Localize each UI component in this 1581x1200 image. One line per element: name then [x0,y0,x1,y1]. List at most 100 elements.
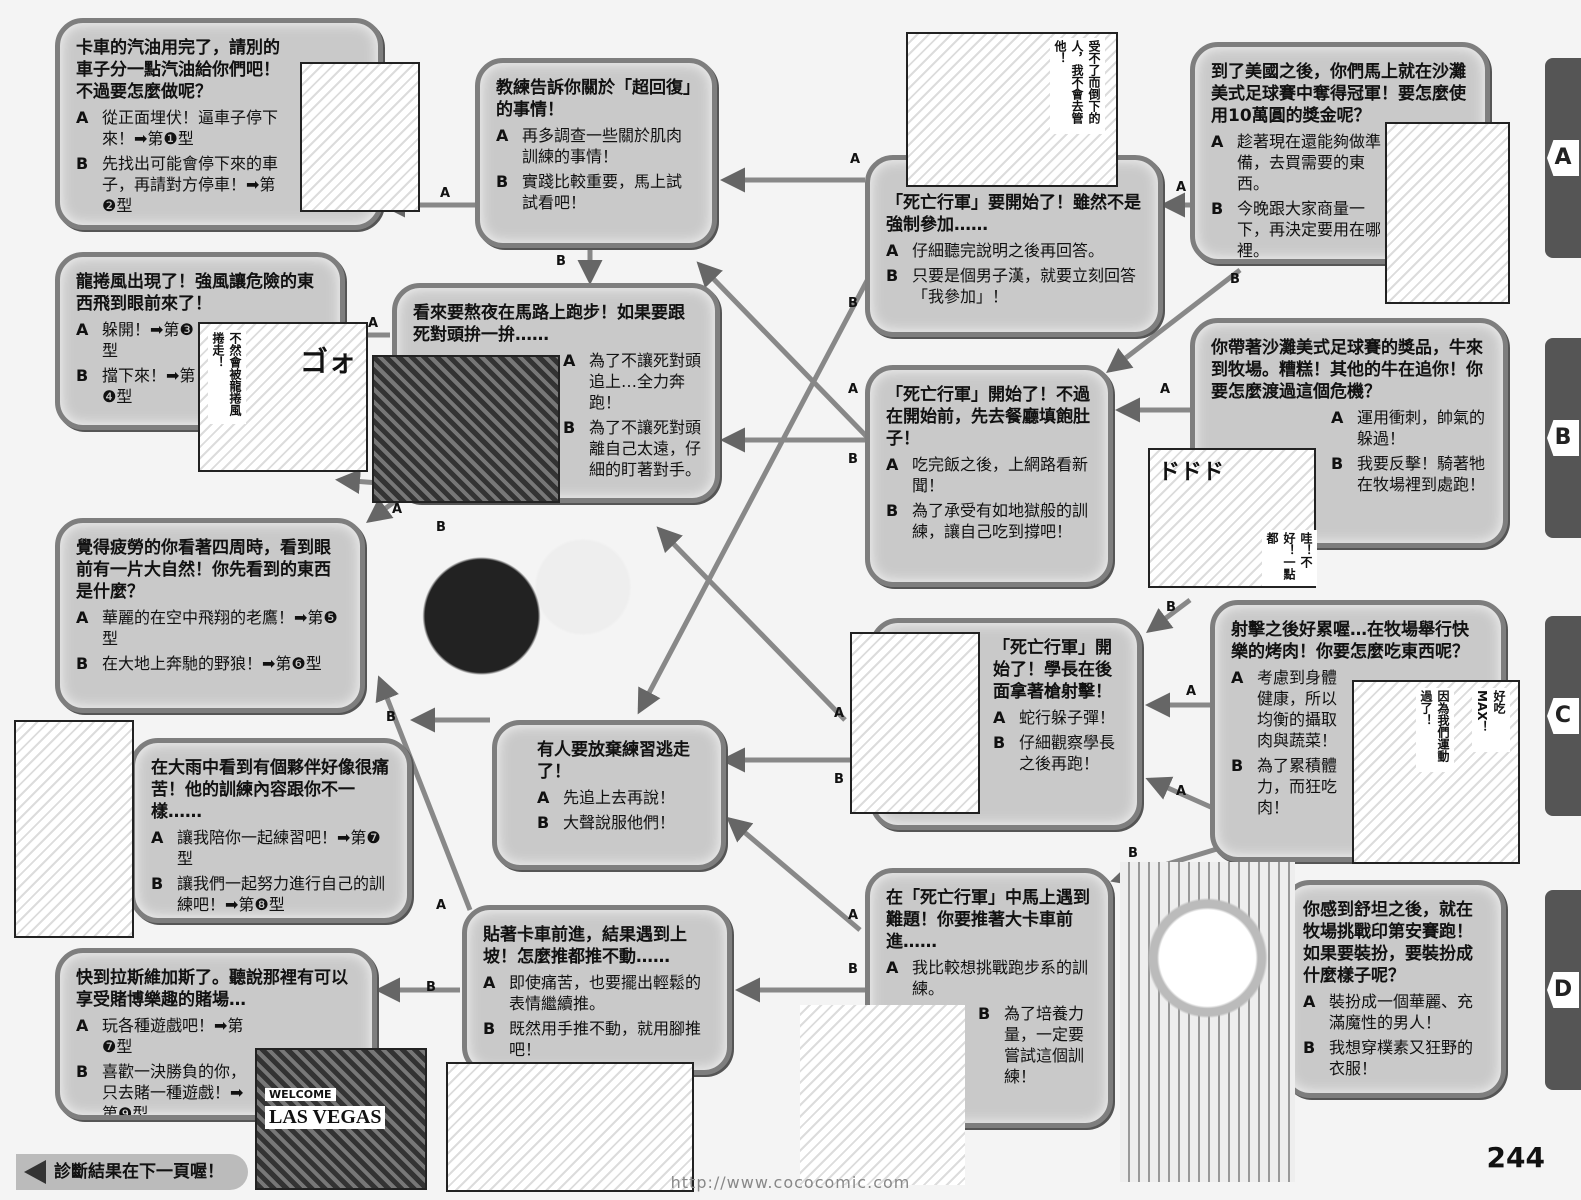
sound-effect: ゴォ [300,345,357,378]
option-key: A [563,351,576,370]
option-a: 再多調查一些關於肌肉訓練的事情！ [522,126,683,166]
option-a: 躲開！➡第❸型 [102,320,194,360]
option-b: 今晚跟大家商量一下，再決定要用在哪裡。 [1237,199,1382,260]
option-b: 為了承受有如地獄般的訓練，讓自己吃到撐吧！ [912,501,1089,541]
option-a: 考慮到身體健康，所以均衡的攝取肉與蔬菜！ [1257,668,1338,750]
option-key: A [886,455,899,474]
option-key: B [563,418,576,437]
option-b: 讓我們一起努力進行自己的訓練吧！➡第❽型 [177,874,386,914]
manga-panel-las-vegas: WELCOME LAS VEGAS [255,1048,427,1190]
speech-bubble: 受不了而倒下的人，我不會去管他！ [1050,38,1105,134]
manga-panel-uphill [446,1062,694,1192]
arrow-label: B [426,980,436,995]
manga-illustration-truck-push [800,1005,965,1185]
option-b: 先找出可能會停下來的車子，再請對方停車！➡第❷型 [102,154,279,215]
option-a: 趁著現在還能夠做準備，去買需要的東西。 [1237,132,1382,193]
option-key: B [978,1004,991,1023]
option-a: 讓我陪你一起練習吧！➡第❼型 [177,828,381,868]
question-text: 龍捲風出現了！強風讓危險的東西飛到眼前來了！ [76,272,314,314]
arrow-label: A [1176,180,1187,195]
section-tab-c: C [1545,616,1581,816]
option-key: A [76,608,89,627]
speech-bubble: 哇！不好！一點都 [1262,530,1317,586]
question-text: 在大雨中看到有個夥伴好像很痛苦！他的訓練內容跟你不一樣…… [151,758,389,822]
option-a: 華麗的在空中飛翔的老鷹！➡第❺型 [102,608,338,648]
option-b: 我想穿樸素又狂野的衣服！ [1329,1038,1474,1078]
option-key: A [76,1016,89,1035]
option-key: A [886,241,899,260]
option-key: A [76,108,89,127]
option-a: 裝扮成一個華麗、充滿魔性的男人！ [1329,992,1474,1032]
option-a: 蛇行躲子彈！ [1019,708,1116,727]
arrow-label: B [848,296,858,311]
speech-bubble: 因為我們運動過了！ [1416,688,1454,772]
option-key: B [537,813,550,832]
question-text: 射擊之後好累喔…在牧場舉行快樂的烤肉！你要怎麼吃東西呢？ [1231,620,1469,662]
option-a: 從正面埋伏！逼車子停下來！➡第❶型 [102,108,279,148]
option-b: 我要反擊！騎著牠在牧場裡到處跑！ [1357,454,1486,494]
option-key: A [1331,408,1344,427]
section-tab-d: D [1545,890,1581,1090]
arrow-label: A [1160,382,1171,397]
arrow-label: A [1176,784,1187,799]
arrow-label: B [848,962,858,977]
page-number: 244 [1486,1141,1545,1174]
option-key: A [483,973,496,992]
option-b: 為了不讓死對頭離自己太遠，仔細的盯著對手。 [589,418,702,479]
arrow-label: B [1128,846,1138,861]
arrow-label: A [1186,684,1197,699]
question-text: 你帶著沙灘美式足球賽的獎品，牛來到牧場。糟糕！其他的牛在追你！你要怎麼渡過這個危… [1211,338,1483,402]
option-b: 在大地上奔馳的野狼！➡第❻型 [102,654,322,673]
option-key: B [151,874,164,893]
arrow-label: A [850,152,861,167]
option-key: B [1303,1038,1316,1057]
option-a: 即使痛苦，也要擺出輕鬆的表情繼續推。 [509,973,702,1013]
option-key: B [496,172,509,191]
manga-illustration-indian-costume [1120,862,1295,1182]
question-text: 「死亡行軍」要開始了！雖然不是強制參加…… [886,193,1141,235]
option-b: 只要是個男子漢，就要立刻回答「我參加」！ [912,266,1137,306]
question-text: 貼著卡車前進，結果遇到上坡！怎麼推都推不動…… [483,925,687,967]
option-key: B [1211,199,1224,218]
arrow-label: A [848,908,859,923]
option-key: B [76,654,89,673]
option-key: A [1231,668,1244,687]
arrow-label: B [848,452,858,467]
arrow-label: B [834,772,844,787]
footer-note: 診斷結果在下一頁喔！ [16,1154,248,1190]
option-a: 仔細聽完說明之後再回答。 [912,241,1105,260]
option-key: B [1331,454,1344,473]
option-key: B [76,1062,89,1081]
option-key: A [76,320,89,339]
option-a: 吃完飯之後，上網路看新聞！ [912,455,1089,495]
option-key: B [76,154,89,173]
option-b: 仔細觀察學長之後再跑！ [1019,733,1116,773]
option-key: B [886,266,899,285]
option-key: A [1303,992,1316,1011]
option-b: 大聲說服他們！ [563,813,676,832]
las-vegas-sign: LAS VEGAS [265,1106,386,1129]
arrow-label: A [834,706,845,721]
option-key: A [151,828,164,847]
manga-panel-truck [300,62,420,212]
arrow-label: A [436,898,447,913]
speech-bubble: 不然會被龍捲風捲走！ [208,330,246,424]
manga-panel-celebration [1385,122,1510,304]
question-box-uphill: 貼著卡車前進，結果遇到上坡！怎麼推都推不動…… A 即使痛苦，也要擺出輕鬆的表情繼… [462,905,732,1075]
question-text: 卡車的汽油用完了，請別的車子分一點汽油給你們吧！不過要怎麼做呢？ [76,38,280,102]
option-key: A [993,708,1006,727]
watermark-url: http://www.cococomic.com [670,1173,911,1192]
option-key: B [993,733,1006,752]
option-b: 為了累積體力，而狂吃肉！ [1257,756,1338,817]
option-key: A [886,958,899,977]
sign-top: WELCOME [265,1088,336,1101]
option-a: 先追上去再說！ [563,788,676,807]
sound-effect: ドドド [1158,460,1225,485]
speech-bubble: 好吃MAX！ [1472,688,1510,752]
option-a: 為了不讓死對頭追上…全力奔跑！ [589,351,702,412]
